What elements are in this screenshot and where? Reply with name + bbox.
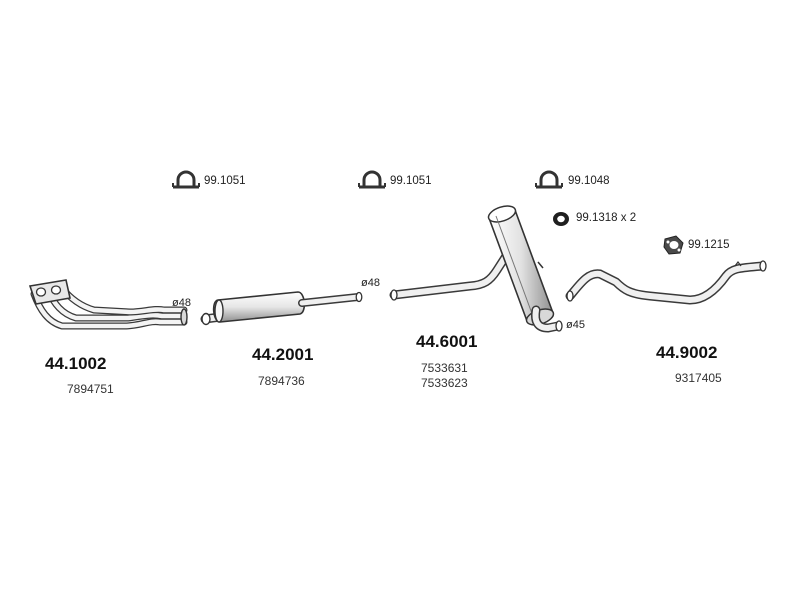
- clamp-icon: [172, 170, 200, 189]
- accessory-code-label: 99.1048: [568, 175, 610, 187]
- oe-reference: 7533623: [421, 376, 468, 390]
- accessory-code-label: 99.1318 x 2: [576, 212, 637, 224]
- part-number: 44.1002: [45, 354, 107, 373]
- diameter-label: ø45: [566, 319, 585, 331]
- tail-pipe-part: [565, 260, 767, 305]
- oe-reference: 7894751: [67, 382, 114, 396]
- accessory-code-label: 99.1215: [688, 239, 730, 251]
- part-number: 44.9002: [656, 343, 718, 362]
- rubber-ring-icon: [553, 212, 569, 226]
- middle-silencer-part: [389, 205, 563, 333]
- front-silencer-part: [200, 291, 363, 326]
- manifold-downpipe-part: [28, 279, 188, 330]
- accessory-code-label: 99.1051: [390, 175, 432, 187]
- part-number: 44.2001: [252, 345, 314, 364]
- clamp-icon: [358, 170, 386, 189]
- accessory-code-label: 99.1051: [204, 175, 246, 187]
- diameter-label: ø48: [361, 277, 380, 289]
- diameter-label: ø48: [172, 297, 191, 309]
- gasket-flange-icon: [663, 235, 684, 255]
- part-number: 44.6001: [416, 332, 478, 351]
- oe-reference: 9317405: [675, 371, 722, 385]
- oe-reference: 7533631: [421, 361, 468, 375]
- clamp-icon: [535, 170, 563, 189]
- oe-reference: 7894736: [258, 374, 305, 388]
